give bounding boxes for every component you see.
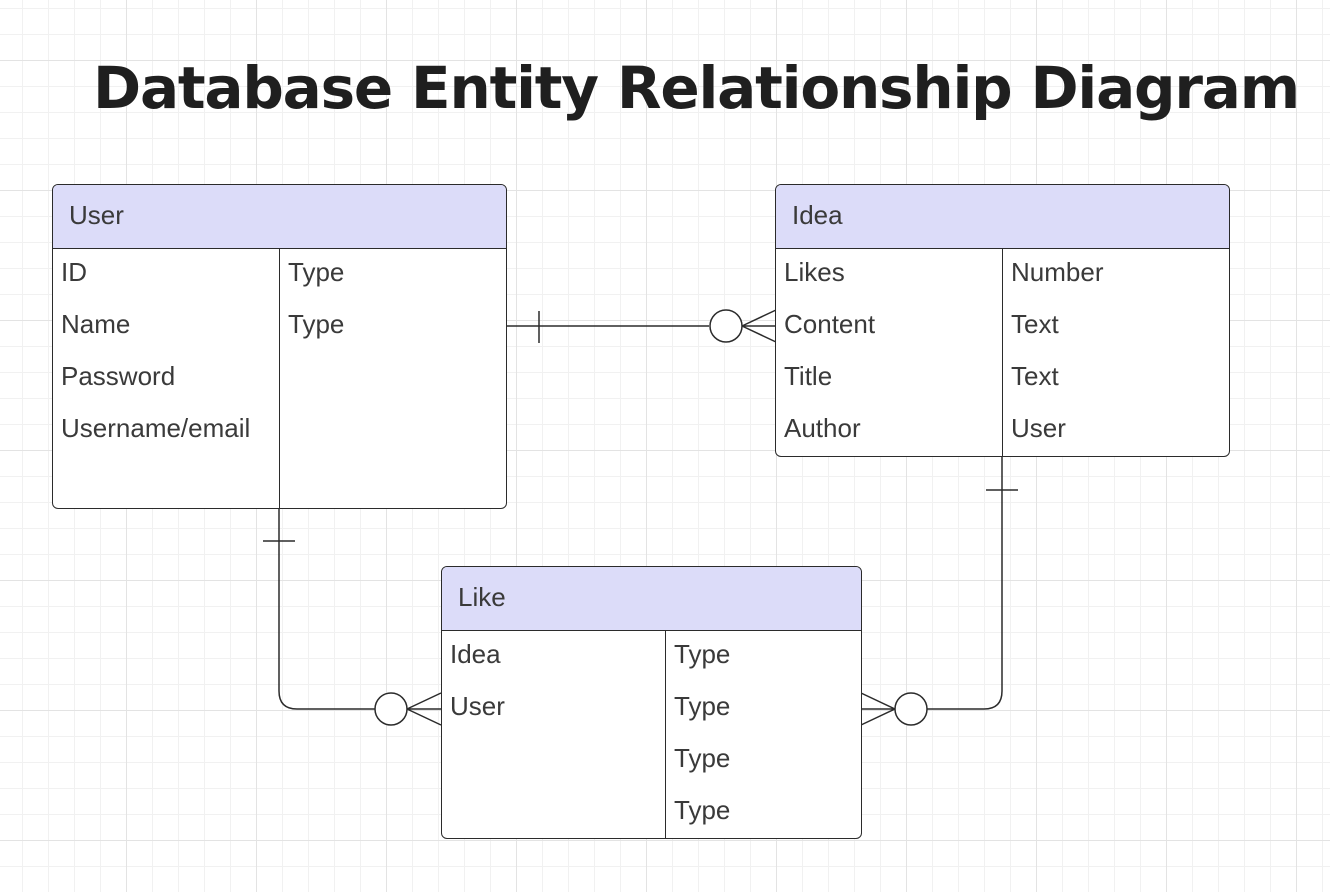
crows-foot-marker	[741, 309, 777, 343]
type-row-1: Type	[674, 639, 731, 669]
attribute-user: User	[450, 691, 505, 721]
column-divider	[1002, 249, 1003, 456]
entity-like[interactable]: Like Idea User Type Type Type Type	[441, 566, 862, 839]
column-divider	[665, 631, 666, 838]
type-id: Type	[288, 257, 345, 287]
crows-foot-marker	[406, 692, 442, 726]
zero-marker	[894, 692, 928, 726]
attribute-author: Author	[784, 413, 861, 443]
type-row-3: Type	[674, 743, 731, 773]
attribute-idea: Idea	[450, 639, 501, 669]
type-row-4: Type	[674, 795, 731, 825]
crows-foot-marker	[860, 692, 896, 726]
entity-user-header: User	[53, 185, 506, 249]
relationship-user-idea[interactable]	[507, 309, 777, 343]
type-author: User	[1011, 413, 1066, 443]
zero-marker	[374, 692, 408, 726]
type-row-2: Type	[674, 691, 731, 721]
column-divider	[279, 249, 280, 508]
attribute-id: ID	[61, 257, 87, 287]
relationship-idea-like[interactable]	[860, 456, 1018, 726]
type-likes: Number	[1011, 257, 1104, 287]
entity-idea-header: Idea	[776, 185, 1229, 249]
type-name: Type	[288, 309, 345, 339]
entity-like-header: Like	[442, 567, 861, 631]
attribute-password: Password	[61, 361, 176, 391]
zero-marker	[709, 309, 743, 343]
type-title: Text	[1011, 361, 1059, 391]
attribute-content: Content	[784, 309, 876, 339]
type-content: Text	[1011, 309, 1059, 339]
attribute-likes: Likes	[784, 257, 845, 287]
attribute-title: Title	[784, 361, 833, 391]
entity-idea[interactable]: Idea Likes Content Title Author Number T…	[775, 184, 1230, 457]
connector-line	[278, 508, 375, 710]
diagram-title: Database Entity Relationship Diagram	[93, 54, 1300, 122]
entity-user[interactable]: User ID Name Password Username/email Typ…	[52, 184, 507, 509]
relationship-user-like[interactable]	[263, 508, 442, 726]
attribute-name: Name	[61, 309, 131, 339]
attribute-username-email: Username/email	[61, 413, 251, 443]
connector-line	[927, 456, 1003, 710]
